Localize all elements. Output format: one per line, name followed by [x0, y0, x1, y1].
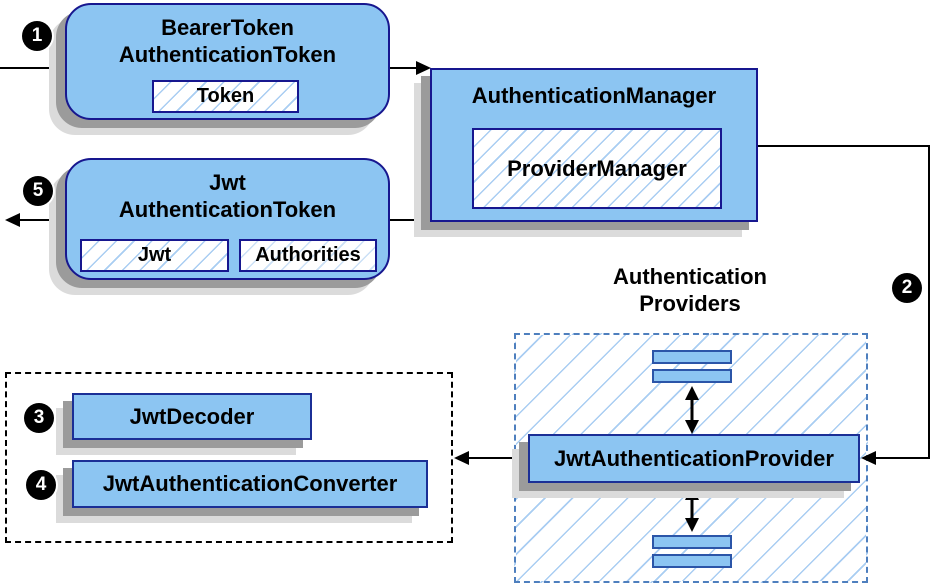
arrow-step5-head — [5, 213, 20, 227]
arrow-step2-line — [758, 145, 930, 459]
provider-stack-bar-top-2 — [652, 369, 732, 383]
jwt-token-title-line1: Jwt — [209, 170, 246, 195]
authentication-providers-label: Authentication Providers — [544, 263, 836, 317]
jwt-field-label: Jwt — [137, 244, 172, 266]
double-arrow-top-head-up — [685, 386, 699, 400]
jwt-authentication-token-box: Jwt AuthenticationToken Jwt Authorities — [65, 158, 390, 280]
step-badge-3: 3 — [24, 403, 54, 433]
step-badge-1-number: 1 — [31, 25, 43, 46]
step-badge-3-number: 3 — [33, 407, 45, 428]
provider-manager-field: ProviderManager — [472, 128, 722, 209]
token-field-label: Token — [196, 85, 255, 107]
jwt-token-title-line2: AuthenticationToken — [118, 197, 337, 222]
provider-stack-bar-bottom-1 — [652, 535, 732, 549]
arrow-provider-to-tools-head — [454, 451, 469, 465]
authorities-field-label: Authorities — [255, 244, 361, 266]
authentication-manager-box: AuthenticationManager ProviderManager — [430, 68, 758, 222]
double-arrow-bottom-head-up — [685, 486, 699, 500]
step-badge-4-number: 4 — [35, 474, 47, 495]
jwt-authentication-provider-label: JwtAuthenticationProvider — [554, 445, 834, 471]
authentication-manager-title: AuthenticationManager — [471, 83, 717, 108]
token-field: Token — [152, 80, 299, 113]
bearer-token-title-line2: AuthenticationToken — [118, 42, 337, 67]
authorities-field: Authorities — [239, 239, 377, 272]
jwt-decoder-box: JwtDecoder — [72, 393, 312, 440]
step-badge-2-number: 2 — [901, 277, 913, 298]
jwt-field: Jwt — [80, 239, 229, 272]
arrow-step1-head — [416, 61, 431, 75]
step-badge-1: 1 — [22, 21, 52, 51]
provider-stack-bar-top-1 — [652, 350, 732, 364]
double-arrow-bottom-head-down — [685, 518, 699, 532]
jwt-token-title: Jwt AuthenticationToken — [67, 160, 388, 223]
authentication-providers-label-line2: Providers — [639, 291, 741, 316]
jwt-authentication-converter-box: JwtAuthenticationConverter — [72, 460, 428, 508]
provider-manager-label: ProviderManager — [507, 155, 687, 181]
step-badge-5-number: 5 — [32, 180, 44, 201]
jwt-decoder-label: JwtDecoder — [129, 403, 255, 429]
jwt-authentication-provider-box: JwtAuthenticationProvider — [528, 434, 860, 483]
step-badge-4: 4 — [26, 470, 56, 500]
bearer-token-title: BearerToken AuthenticationToken — [67, 5, 388, 68]
step-badge-5: 5 — [23, 176, 53, 206]
jwt-authentication-converter-label: JwtAuthenticationConverter — [102, 471, 398, 496]
double-arrow-top-head-down — [685, 420, 699, 434]
bearer-token-authentication-token-box: BearerToken AuthenticationToken Token — [65, 3, 390, 120]
arrow-step2-head — [861, 451, 876, 465]
authentication-providers-label-line1: Authentication — [613, 264, 767, 289]
provider-stack-bar-bottom-2 — [652, 554, 732, 568]
step-badge-2: 2 — [892, 273, 922, 303]
bearer-token-title-line1: BearerToken — [161, 15, 294, 40]
